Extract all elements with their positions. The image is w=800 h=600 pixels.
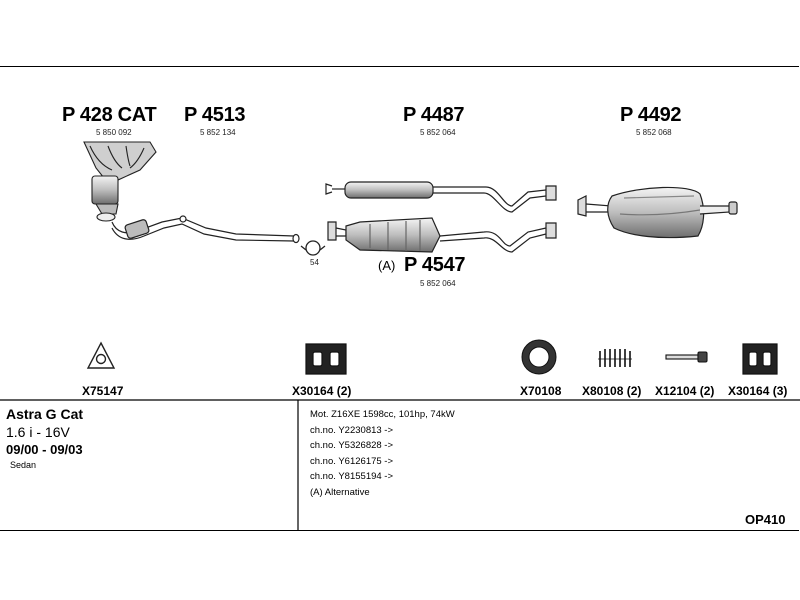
fitting-label-x80108: X80108 (2) — [582, 384, 642, 398]
front-pipe-drawing — [111, 215, 300, 244]
vehicle-years: 09/00 - 09/03 — [6, 442, 83, 457]
clamp-54-drawing — [300, 240, 326, 256]
part-ref-rear-silencer: 5 852 068 — [636, 128, 672, 137]
note-chassis-3: ch.no. Y6126175 -> — [310, 455, 394, 467]
part-number-rear-silencer: P 4492 — [620, 104, 682, 126]
fitting-label-x30164: X30164 (2) — [292, 384, 352, 398]
vehicle-body: Sedan — [10, 460, 37, 470]
alt-middle-pipe-drawing — [327, 217, 557, 253]
diagram-code: OP410 — [745, 512, 786, 527]
note-chassis-4: ch.no. Y8155194 -> — [310, 471, 394, 482]
spring-x80108-icon — [598, 349, 632, 367]
diagram-frame — [0, 66, 799, 531]
vehicle-info: Astra G Cat 1.6 i - 16V 09/00 - 09/03 Se… — [6, 406, 83, 470]
note-chassis-1: ch.no. Y2230813 -> — [310, 424, 394, 436]
seal-ring-x70108-icon — [521, 339, 557, 375]
vehicle-model: Astra G Cat — [6, 406, 84, 422]
clamp-size-label: 54 — [310, 258, 319, 267]
part-number-front-pipe: P 4513 — [184, 104, 246, 126]
part-ref-front-pipe: 5 852 134 — [200, 128, 236, 137]
fitting-label-x12104: X12104 (2) — [655, 384, 715, 398]
gasket-x75147-icon — [86, 341, 116, 369]
fitting-label-x70108: X70108 — [520, 384, 562, 398]
fitting-label-x75147: X75147 — [82, 384, 124, 398]
part-ref-cat: 5 850 092 — [96, 128, 132, 137]
middle-pipe-drawing — [325, 181, 557, 213]
part-number-alt-middle-pipe: P 4547 — [404, 254, 466, 276]
note-alternative: (A) Alternative — [310, 486, 370, 498]
rear-silencer-drawing — [577, 186, 738, 239]
bolt-x12104-icon — [665, 351, 708, 363]
manifold-catalyst-drawing — [83, 141, 157, 222]
vehicle-engine: 1.6 i - 16V — [6, 424, 70, 440]
note-chassis-2: ch.no. Y5326828 -> — [310, 440, 394, 451]
part-number-middle-pipe: P 4487 — [403, 104, 465, 126]
part-ref-alt-middle-pipe: 5 852 064 — [420, 279, 456, 288]
fitting-label-x30164-3: X30164 (3) — [728, 384, 788, 398]
rubber-mount-x30164-3-icon — [742, 343, 778, 375]
note-engine: Mot. Z16XE 1598cc, 101hp, 74kW — [310, 409, 455, 420]
alternative-marker: (A) — [378, 258, 396, 273]
part-number-cat: P 428 CAT — [62, 104, 157, 126]
rubber-mount-x30164-icon — [305, 343, 347, 375]
part-ref-middle-pipe: 5 852 064 — [420, 128, 456, 137]
notes-list: Mot. Z16XE 1598cc, 101hp, 74kW ch.no. Y2… — [310, 407, 455, 500]
